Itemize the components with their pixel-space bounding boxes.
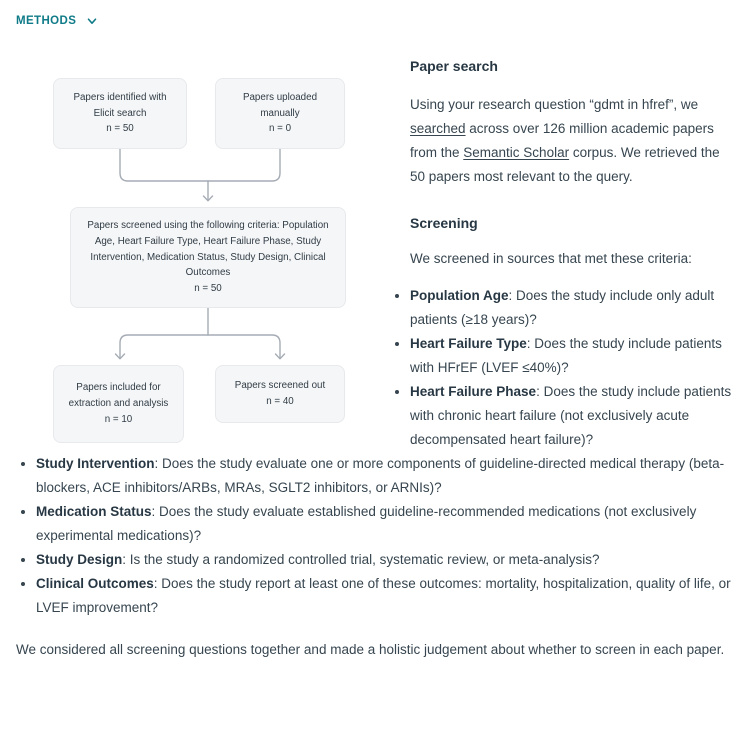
flow-box-count: n = 50 (194, 283, 222, 294)
flow-box-papers-screened-out: Papers screened out n = 40 (215, 365, 345, 423)
paragraph-text: corpus. We retrieved the 50 papers most … (410, 145, 720, 184)
screening-heading: Screening (410, 215, 478, 231)
criterion-name: Medication Status (36, 504, 152, 519)
criterion-question: : Does the study include patients with H… (410, 336, 722, 375)
criterion-item: Study Intervention: Does the study evalu… (36, 452, 734, 500)
flow-box-papers-uploaded: Papers uploaded manually n = 0 (215, 78, 345, 149)
criterion-question: : Does the study report at least one of … (36, 576, 731, 615)
methods-section-toggle[interactable]: METHODS (16, 14, 99, 28)
chevron-down-icon (85, 14, 99, 28)
criterion-name: Study Intervention (36, 456, 155, 471)
flow-box-label: Papers screened out (234, 380, 326, 392)
paragraph-text: across over 126 million academic papers … (410, 121, 714, 160)
flow-box-label: Papers uploaded manually (242, 91, 318, 119)
criterion-name: Population Age (410, 288, 509, 303)
criterion-question: : Is the study a randomized controlled t… (122, 552, 600, 567)
criterion-name: Heart Failure Type (410, 336, 527, 351)
criterion-item: Population Age: Does the study include o… (36, 284, 734, 332)
criterion-name: Study Design (36, 552, 123, 567)
criteria-list: Population Age: Does the study include o… (16, 284, 734, 620)
criterion-item: Clinical Outcomes: Does the study report… (36, 572, 734, 620)
paper-search-heading: Paper search (410, 58, 498, 74)
flow-box-count: n = 0 (268, 123, 292, 135)
criterion-item: Heart Failure Type: Does the study inclu… (36, 332, 734, 380)
flowchart-connectors (114, 148, 286, 360)
flow-box-papers-identified: Papers identified with Elicit search n =… (53, 78, 187, 149)
semantic-scholar-link[interactable]: Semantic Scholar (463, 145, 570, 160)
methods-content: Papers identified with Elicit search n =… (16, 56, 734, 662)
conclusion-paragraph: We considered all screening questions to… (16, 642, 725, 657)
methods-title: METHODS (16, 15, 77, 27)
flow-box-count: n = 40 (266, 396, 294, 407)
flow-box-label: Papers screened using the following crit… (87, 220, 329, 279)
criterion-item: Heart Failure Phase: Does the study incl… (36, 380, 734, 452)
criterion-name: Clinical Outcomes (36, 576, 154, 591)
flow-box-label: Papers identified with Elicit search (73, 91, 167, 119)
screening-intro: We screened in sources that met these cr… (410, 251, 692, 266)
criterion-question: : Does the study evaluate one or more co… (36, 456, 725, 495)
criterion-question: : Does the study include patients with c… (410, 384, 732, 447)
searched-link[interactable]: searched (410, 121, 466, 136)
flow-box-papers-screened: Papers screened using the following crit… (70, 207, 346, 308)
criterion-item: Medication Status: Does the study evalua… (36, 500, 734, 548)
criterion-item: Study Design: Is the study a randomized … (36, 548, 734, 572)
criterion-question: : Does the study evaluate established gu… (36, 504, 697, 543)
flow-box-count: n = 50 (106, 123, 134, 135)
prisma-flowchart: Papers identified with Elicit search n =… (16, 56, 406, 452)
paragraph-text: Using your research question “gdmt in hf… (410, 97, 699, 112)
criterion-question: : Does the study include only adult pati… (410, 288, 715, 327)
criterion-name: Heart Failure Phase (410, 384, 537, 399)
paper-search-paragraph: Using your research question “gdmt in hf… (16, 93, 734, 189)
flow-box-papers-included: Papers included for extraction and analy… (53, 365, 184, 443)
flow-box-count: n = 10 (104, 413, 133, 425)
flow-box-label: Papers included for extraction and analy… (68, 382, 169, 410)
